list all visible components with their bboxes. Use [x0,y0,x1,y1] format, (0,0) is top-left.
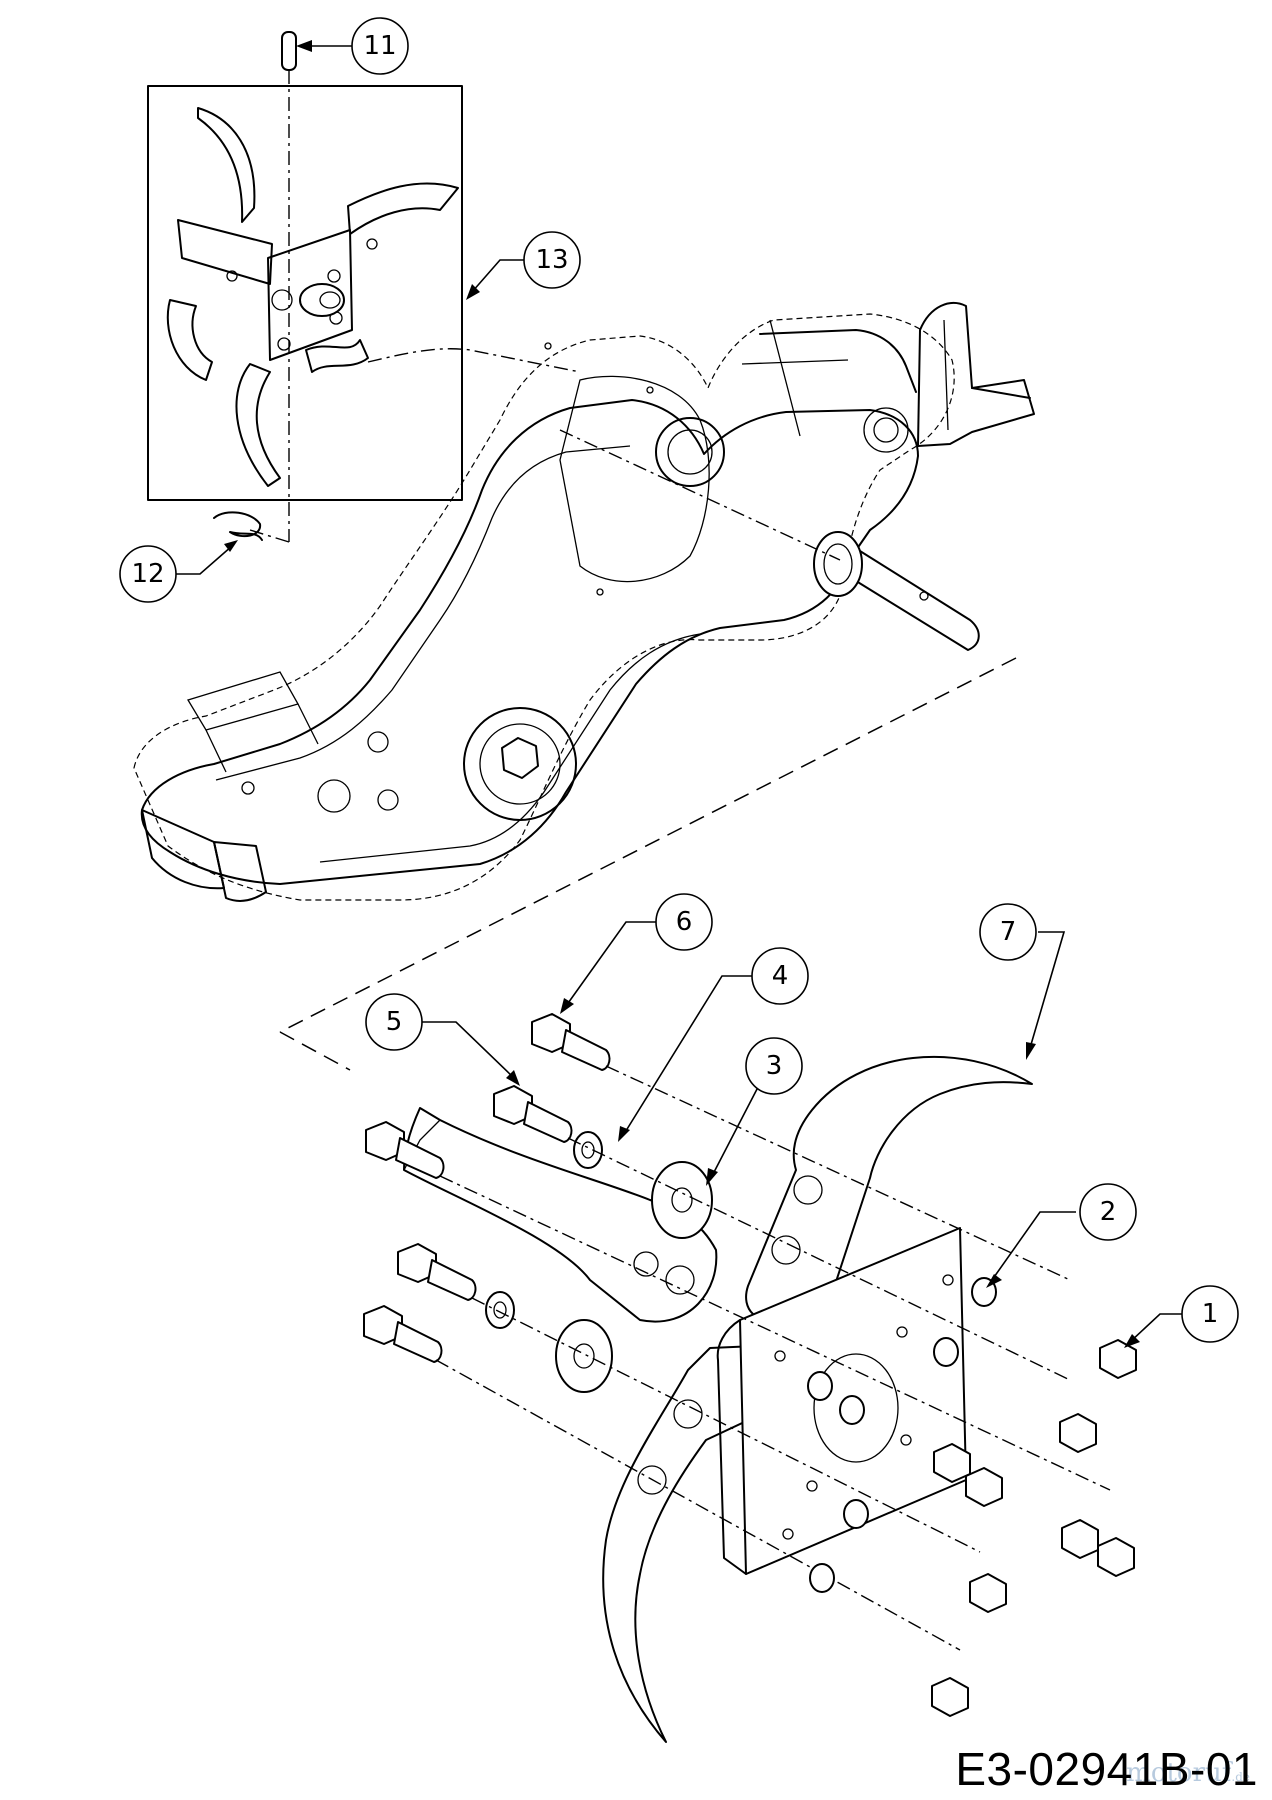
svg-text:7: 7 [1000,917,1017,947]
callout-13: 13 [466,231,581,300]
pin-part [281,31,297,71]
bolt-lower-left [363,1305,443,1363]
callout-3: 3 [706,1037,803,1186]
bolt-mid-left [397,1243,477,1301]
bolt-upper-left [365,1121,445,1179]
svg-text:3: 3 [766,1051,783,1081]
svg-text:13: 13 [535,245,568,275]
drawing-code: E3-02941B-01 [955,1743,1258,1795]
callout-2: 2 [986,1183,1137,1288]
svg-text:6: 6 [676,907,693,937]
callout-5: 5 [365,993,520,1086]
gearcase-housing [133,302,1035,902]
callout-12: 12 [119,540,238,603]
svg-text:11: 11 [363,31,396,61]
svg-text:5: 5 [386,1007,403,1037]
callout-1: 1 [1124,1285,1239,1348]
callout-11: 11 [296,17,409,75]
nut-1 [1099,1339,1137,1379]
lower-tine-set [363,1013,1137,1743]
bolt-6 [531,1013,611,1071]
svg-text:12: 12 [131,559,164,589]
watermark-logo: motoruf.de [1126,1758,1250,1788]
callout-7: 7 [979,903,1066,1060]
svg-text:2: 2 [1100,1197,1117,1227]
callout-4: 4 [618,947,809,1142]
svg-text:4: 4 [772,961,789,991]
callout-6: 6 [560,893,713,1014]
svg-text:1: 1 [1202,1299,1219,1329]
bolt-5 [493,1085,573,1143]
tine-assembly-inset [147,85,463,501]
hairpin-clip-part [213,511,263,541]
